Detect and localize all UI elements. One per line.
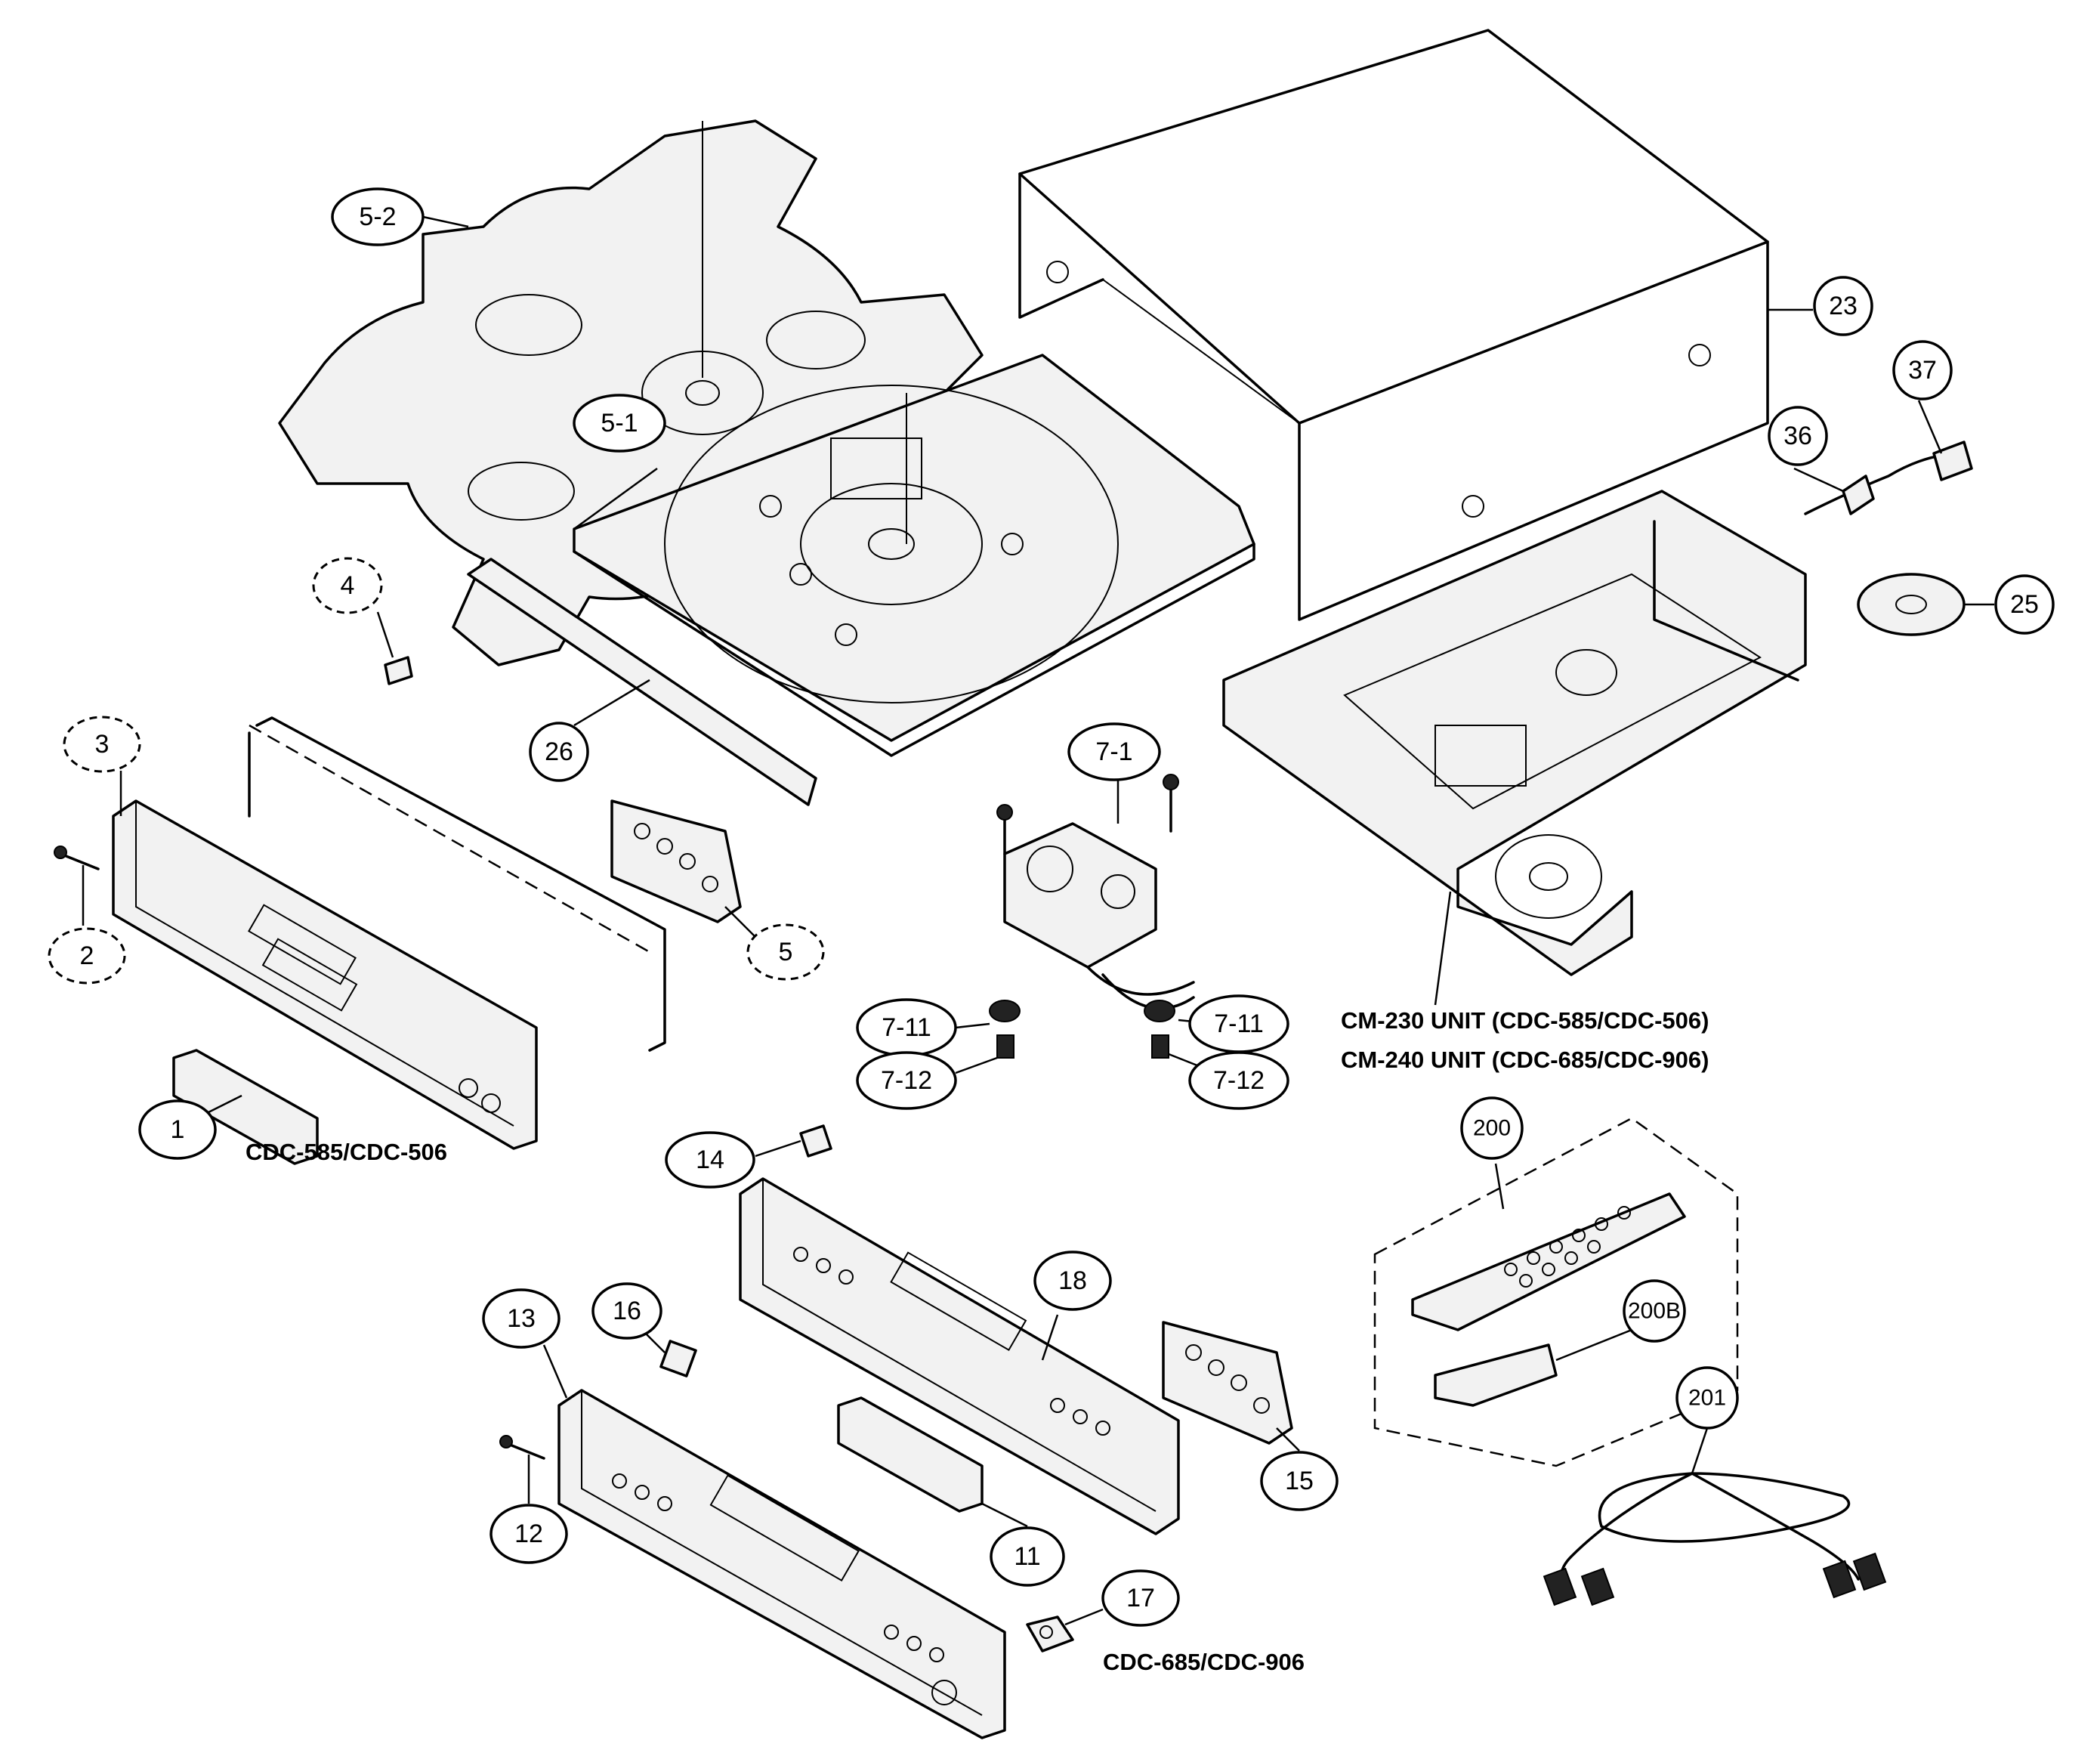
panel-buttons <box>612 1473 957 1705</box>
part-3-front-panel-585 <box>112 716 666 1150</box>
callout-11: 11 <box>990 1526 1065 1587</box>
svg-text:7-11: 7-11 <box>1214 1009 1264 1038</box>
part-11-display-window <box>837 1396 1028 1528</box>
caption-cm-230-unit: CM-230 UNIT (CDC-585/CDC-506) <box>1341 1007 1709 1034</box>
callout-2: 2 <box>48 927 126 985</box>
callout-23: 23 <box>1813 276 1873 336</box>
callout-5: 5 <box>746 923 825 981</box>
svg-text:26: 26 <box>545 737 573 766</box>
svg-text:5-2: 5-2 <box>359 203 396 231</box>
part-17-button-cap <box>1026 1608 1104 1653</box>
part-25-pulley <box>1857 573 1994 636</box>
part-2-screw <box>54 846 100 926</box>
part-23-top-cover <box>1018 29 1813 621</box>
callout-7-1: 7-1 <box>1067 722 1161 781</box>
svg-text:7-11: 7-11 <box>882 1013 931 1042</box>
callout-26: 26 <box>529 722 589 782</box>
caption-front-685: CDC-685/CDC-906 <box>1103 1649 1305 1675</box>
callout-37: 37 <box>1892 340 1953 400</box>
callout-3: 3 <box>63 716 141 773</box>
callout-12: 12 <box>489 1504 568 1564</box>
part-5-1-tray-plate <box>573 354 1255 757</box>
callout-200B: 200B <box>1623 1279 1686 1343</box>
part-13-front-panel-685 <box>542 1344 1006 1739</box>
callout-1: 1 <box>138 1099 217 1160</box>
remote-buttons <box>1504 1206 1631 1288</box>
callout-17: 17 <box>1101 1569 1180 1627</box>
svg-text:200: 200 <box>1473 1116 1511 1141</box>
part-7-12-springs <box>955 1034 1217 1074</box>
callout-7-11-right: 7-11 <box>1188 994 1289 1053</box>
callout-201: 201 <box>1675 1366 1739 1430</box>
svg-text:4: 4 <box>341 571 355 600</box>
caption-cm-240-unit: CM-240 UNIT (CDC-685/CDC-906) <box>1341 1047 1709 1073</box>
callout-16: 16 <box>591 1282 662 1340</box>
svg-text:13: 13 <box>507 1304 536 1333</box>
svg-text:5-1: 5-1 <box>601 409 638 437</box>
part-cm-mechanism-unit <box>1222 490 1807 1006</box>
svg-text:3: 3 <box>95 730 110 759</box>
svg-text:200B: 200B <box>1628 1299 1681 1324</box>
svg-text:201: 201 <box>1688 1386 1726 1411</box>
caption-front-585: CDC-585/CDC-506 <box>246 1139 447 1165</box>
part-4-knob <box>376 611 413 685</box>
callout-200: 200 <box>1460 1096 1524 1160</box>
svg-text:7-1: 7-1 <box>1095 737 1132 766</box>
svg-text:23: 23 <box>1829 292 1858 320</box>
callout-13: 13 <box>482 1288 561 1349</box>
chassis-buttons <box>793 1247 1110 1436</box>
callout-5-2: 5-2 <box>331 187 469 246</box>
callout-36: 36 <box>1768 406 1828 466</box>
svg-text:17: 17 <box>1126 1584 1155 1612</box>
part-12-screw <box>499 1435 545 1504</box>
part-7-11-dampers <box>955 1000 1217 1029</box>
callout-7-12-left: 7-12 <box>856 1051 957 1110</box>
part-18-front-chassis-685 <box>739 1177 1180 1535</box>
callout-15: 15 <box>1260 1451 1339 1511</box>
svg-text:37: 37 <box>1908 356 1937 385</box>
part-36-37-power-cord <box>1793 400 1973 515</box>
callout-18: 18 <box>1033 1251 1112 1311</box>
svg-text:7-12: 7-12 <box>881 1066 932 1095</box>
part-7-1-pickup-assembly <box>996 774 1195 1010</box>
part-15-button-board <box>1162 1321 1300 1452</box>
part-201-rca-cable <box>1543 1427 1887 1606</box>
svg-text:2: 2 <box>80 941 94 970</box>
callout-4: 4 <box>312 557 383 614</box>
svg-text:12: 12 <box>514 1520 543 1548</box>
svg-text:14: 14 <box>696 1145 724 1174</box>
svg-text:18: 18 <box>1058 1266 1087 1295</box>
part-5-button-board <box>610 799 756 938</box>
svg-text:36: 36 <box>1783 422 1812 450</box>
svg-text:1: 1 <box>171 1115 185 1144</box>
callout-25: 25 <box>1994 574 2055 635</box>
part-14-knob <box>755 1124 832 1158</box>
svg-text:7-12: 7-12 <box>1213 1066 1265 1095</box>
svg-text:11: 11 <box>1014 1542 1040 1571</box>
callout-14: 14 <box>665 1131 755 1189</box>
part-26-tray-front-bar <box>467 558 817 806</box>
svg-text:15: 15 <box>1285 1467 1314 1495</box>
callout-7-11-left: 7-11 <box>856 998 957 1057</box>
callout-7-12-right: 7-12 <box>1188 1051 1289 1110</box>
svg-text:25: 25 <box>2010 590 2039 619</box>
svg-text:16: 16 <box>613 1297 641 1325</box>
callout-5-1: 5-1 <box>573 394 666 453</box>
svg-text:5: 5 <box>779 938 793 966</box>
part-16-button-cap <box>641 1329 697 1377</box>
